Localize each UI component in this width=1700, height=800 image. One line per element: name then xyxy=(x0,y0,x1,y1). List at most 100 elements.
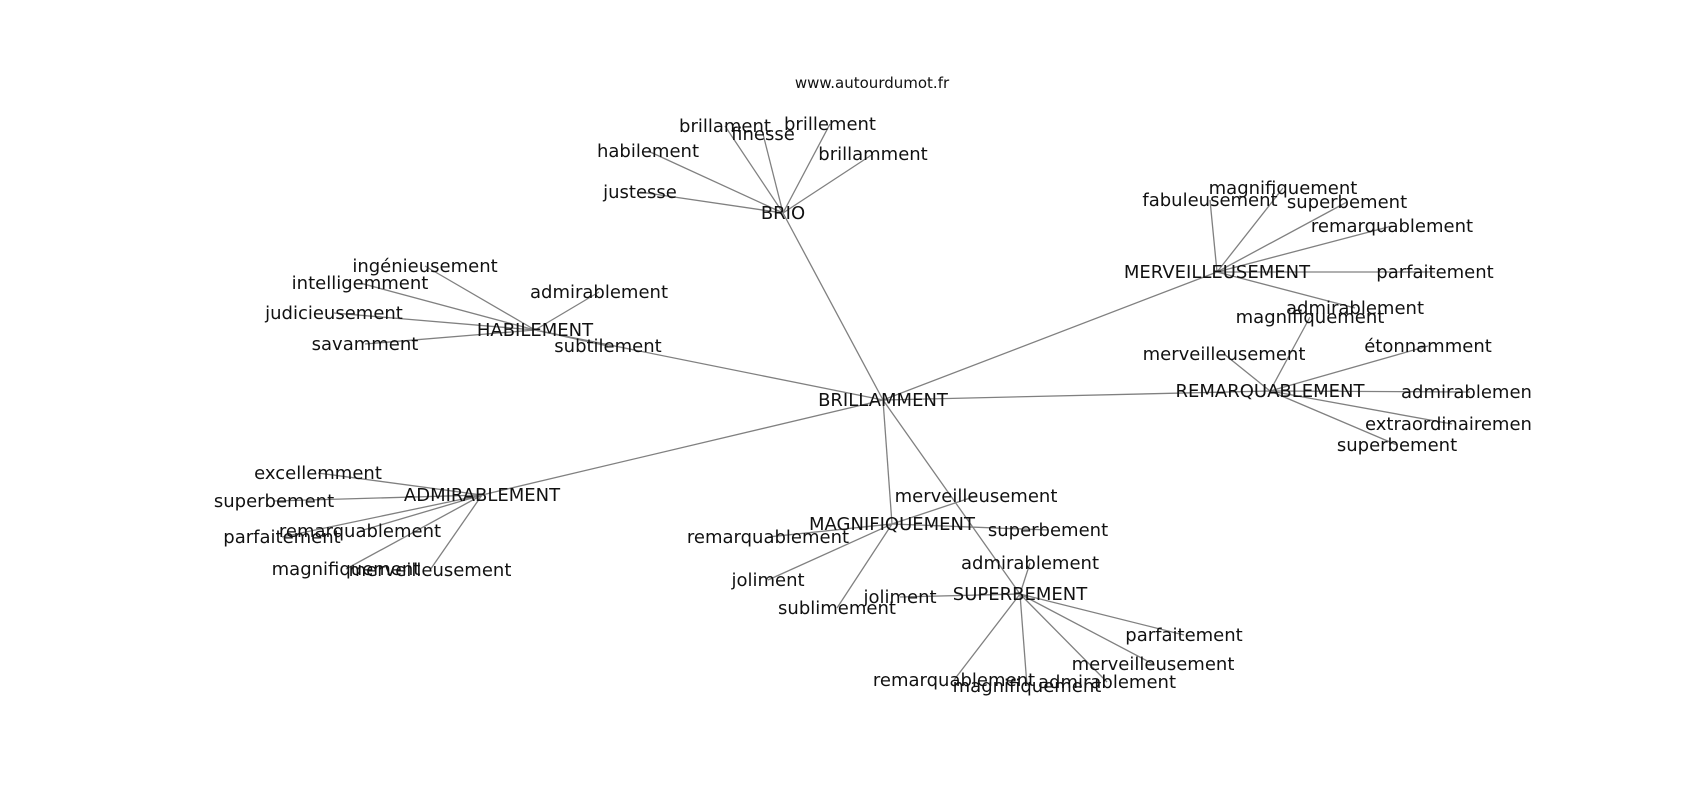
edge-admirablement-leaf-3 xyxy=(281,494,483,538)
leaf-node-remarquablement-2: étonnamment xyxy=(1364,336,1492,357)
graph-edges xyxy=(273,123,1471,687)
edge-remarquablement-leaf-3 xyxy=(1269,390,1471,393)
edge-merveilleusement-leaf-5 xyxy=(1216,271,1356,309)
edge-habilement-leaf-1 xyxy=(359,282,536,331)
edge-habilement-leaf-4 xyxy=(364,329,536,345)
hub-node-habilement: HABILEMENT xyxy=(477,320,594,341)
edge-magnifiquement-leaf-2 xyxy=(767,523,893,538)
leaf-node-magnifiquement-1: superbement xyxy=(988,520,1108,541)
leaf-node-habilement-3: judicieusement xyxy=(264,303,403,324)
leaf-node-superbement-1: joliment xyxy=(862,587,936,608)
edge-center-remarquablement xyxy=(882,390,1271,401)
site-watermark: www.autourdumot.fr xyxy=(795,74,950,92)
center-node-label: BRILLAMMENT xyxy=(818,390,949,411)
leaf-node-habilement-2: admirablement xyxy=(530,282,668,303)
leaf-node-superbement-0: admirablement xyxy=(961,553,1099,574)
leaf-node-magnifiquement-3: joliment xyxy=(730,570,804,591)
edge-habilement-leaf-0 xyxy=(424,265,536,331)
edge-admirablement-leaf-2 xyxy=(359,494,483,532)
edge-admirablement-leaf-1 xyxy=(273,494,483,502)
leaf-node-remarquablement-0: magnifiquement xyxy=(1236,307,1385,328)
edge-admirablement-leaf-5 xyxy=(429,494,483,571)
leaf-node-habilement-4: savamment xyxy=(312,334,419,355)
edge-merveilleusement-leaf-2 xyxy=(1216,201,1348,273)
leaf-node-admirablement-1: superbement xyxy=(214,491,334,512)
leaf-node-merveilleusement-3: remarquablement xyxy=(1311,216,1473,237)
edge-brio-leaf-1 xyxy=(762,133,784,214)
leaf-node-habilement-1: intelligemment xyxy=(292,273,429,294)
leaf-node-brio-4: brillamment xyxy=(818,144,927,165)
edge-merveilleusement-leaf-0 xyxy=(1216,187,1284,273)
edge-magnifiquement-leaf-0 xyxy=(891,495,977,525)
leaf-node-superbement-4: remarquablement xyxy=(873,670,1035,691)
leaf-node-remarquablement-3: admirablement xyxy=(1401,382,1539,403)
hub-node-magnifiquement: MAGNIFIQUEMENT xyxy=(809,514,976,535)
hub-node-admirablement: ADMIRABLEMENT xyxy=(404,485,561,506)
leaf-node-magnifiquement-2: remarquablement xyxy=(687,527,849,548)
leaf-node-remarquablement-5: superbement xyxy=(1337,435,1457,456)
leaf-node-merveilleusement-0: magnifiquement xyxy=(1209,178,1358,199)
leaf-node-superbement-3: merveilleusement xyxy=(1072,654,1235,675)
leaf-node-admirablement-4: magnifiquement xyxy=(272,559,421,580)
leaf-node-merveilleusement-5: admirablement xyxy=(1286,298,1424,319)
leaf-node-admirablement-5: merveilleusement xyxy=(349,560,512,581)
edge-brio-leaf-0 xyxy=(724,125,784,214)
edge-habilement-leaf-5 xyxy=(534,329,609,347)
hub-node-brio: BRIO xyxy=(761,203,805,224)
edge-habilement-leaf-3 xyxy=(333,312,536,331)
edge-remarquablement-leaf-5 xyxy=(1269,390,1398,446)
edge-remarquablement-leaf-0 xyxy=(1269,316,1311,392)
edge-brio-leaf-5 xyxy=(639,191,784,214)
edge-superbement-leaf-1 xyxy=(899,593,1021,598)
edge-remarquablement-leaf-1 xyxy=(1223,353,1271,392)
leaf-node-merveilleusement-2: superbement xyxy=(1287,192,1407,213)
edge-center-magnifiquement xyxy=(882,399,893,525)
edge-superbement-leaf-6 xyxy=(1019,593,1108,683)
leaf-node-habilement-5: subtilement xyxy=(554,336,661,357)
leaf-node-remarquablement-1: merveilleusement xyxy=(1143,344,1306,365)
edge-magnifiquement-leaf-3 xyxy=(767,523,893,581)
edge-brio-leaf-4 xyxy=(782,153,874,214)
leaf-node-brio-5: justesse xyxy=(602,182,677,203)
hub-node-merveilleusement: MERVEILLEUSEMENT xyxy=(1124,262,1311,283)
edge-brio-leaf-2 xyxy=(782,123,831,214)
edge-center-merveilleusement xyxy=(882,271,1218,401)
edge-center-superbement xyxy=(882,399,1021,595)
edge-superbement-leaf-5 xyxy=(1019,593,1028,687)
edge-brio-leaf-3 xyxy=(647,150,784,214)
leaf-node-brio-1: finesse xyxy=(731,124,795,145)
leaf-node-habilement-0: ingénieusement xyxy=(352,256,497,277)
hub-node-remarquablement: REMARQUABLEMENT xyxy=(1176,381,1366,402)
edge-center-habilement xyxy=(534,329,884,401)
edge-center-admirablement xyxy=(481,399,884,496)
leaf-node-magnifiquement-4: sublimement xyxy=(778,598,896,619)
edge-admirablement-leaf-4 xyxy=(345,494,483,570)
edge-superbement-leaf-2 xyxy=(1019,593,1185,636)
edge-merveilleusement-leaf-3 xyxy=(1216,225,1393,273)
edge-merveilleusement-leaf-1 xyxy=(1209,199,1218,273)
leaf-node-superbement-5: magnifiquement xyxy=(953,676,1102,697)
edge-center-brio xyxy=(782,212,884,401)
leaf-node-brio-0: brillament xyxy=(679,116,771,137)
edge-superbement-leaf-0 xyxy=(1019,562,1031,595)
leaf-node-magnifiquement-0: merveilleusement xyxy=(895,486,1058,507)
hub-node-superbement: SUPERBEMENT xyxy=(953,584,1088,605)
leaf-node-merveilleusement-1: fabuleusement xyxy=(1142,190,1277,211)
leaf-node-merveilleusement-4: parfaitement xyxy=(1376,262,1493,283)
edge-remarquablement-leaf-4 xyxy=(1269,390,1453,425)
edge-admirablement-leaf-0 xyxy=(317,472,483,496)
leaf-node-superbement-2: parfaitement xyxy=(1125,625,1242,646)
edge-superbement-leaf-3 xyxy=(1019,593,1154,665)
edge-superbement-leaf-4 xyxy=(953,593,1021,681)
graph-labels: BRILLAMMENTBRIObrillamentfinessebrilleme… xyxy=(214,114,1539,697)
leaf-node-admirablement-0: excellemment xyxy=(254,463,382,484)
edge-habilement-leaf-2 xyxy=(534,291,600,331)
leaf-node-brio-3: habilement xyxy=(597,141,699,162)
leaf-node-remarquablement-4: extraordinairement xyxy=(1365,414,1539,435)
edge-remarquablement-leaf-2 xyxy=(1269,345,1429,392)
edge-magnifiquement-leaf-1 xyxy=(891,523,1049,531)
leaf-node-superbement-6: admirablement xyxy=(1038,672,1176,693)
leaf-node-admirablement-3: parfaitement xyxy=(223,527,340,548)
edge-magnifiquement-leaf-4 xyxy=(836,523,893,609)
